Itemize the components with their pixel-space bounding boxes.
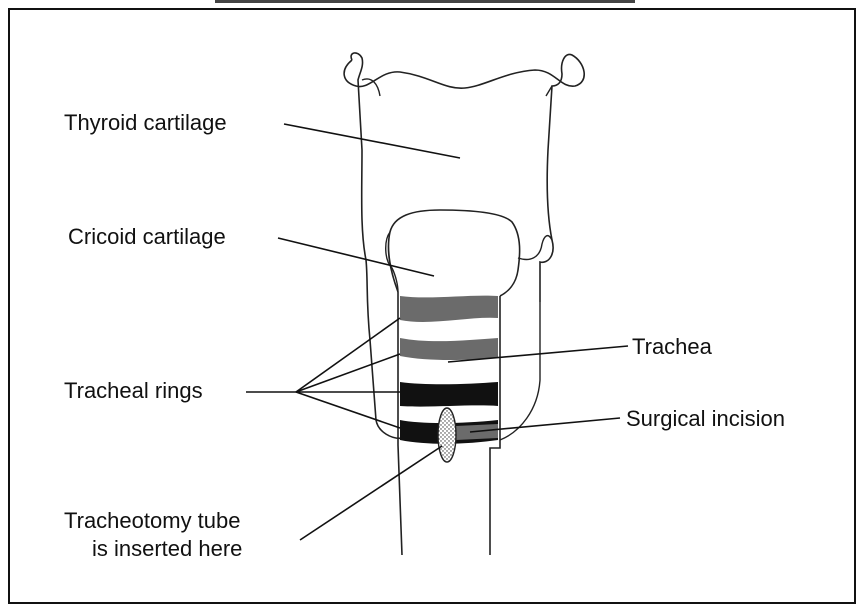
leader-ring-b [296, 354, 400, 392]
surgical-incision-mark [438, 408, 456, 462]
label-tracheal-rings: Tracheal rings [64, 378, 203, 404]
label-tracheotomy-tube-line1: Tracheotomy tube [64, 508, 241, 534]
label-trachea: Trachea [632, 334, 712, 360]
tracheal-ring-3 [400, 382, 498, 407]
cricoid-side-right [518, 236, 552, 260]
leader-thyroid [284, 124, 460, 158]
leader-ring-d [296, 392, 400, 428]
label-cricoid-cartilage: Cricoid cartilage [68, 224, 226, 250]
tracheal-ring-1 [400, 296, 498, 322]
cricoid-side-left [386, 232, 398, 292]
leader-cricoid [278, 238, 434, 276]
cricoid-cartilage-shape [388, 210, 519, 296]
leader-ring-a [296, 318, 400, 392]
leader-tube [300, 446, 442, 540]
thyroid-cartilage-shape [344, 53, 584, 438]
tracheal-ring-2 [400, 338, 498, 360]
label-surgical-incision: Surgical incision [626, 406, 785, 432]
label-tracheotomy-tube-line2: is inserted here [92, 536, 242, 562]
label-thyroid-cartilage: Thyroid cartilage [64, 110, 227, 136]
trachea-outer-right [500, 302, 540, 440]
